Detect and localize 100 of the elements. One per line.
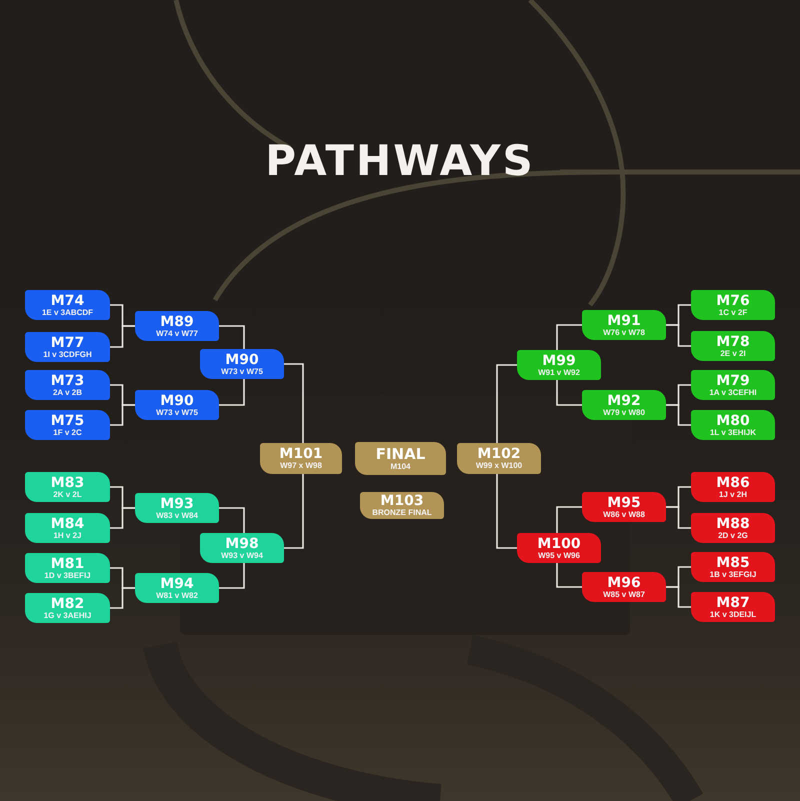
bracket-line (556, 563, 582, 588)
match-box (582, 492, 666, 522)
match-pairing: BRONZE FINAL (372, 509, 432, 517)
match-pairing: W74 v W77 (156, 330, 198, 338)
match-box (517, 533, 601, 563)
match-number: M76 (716, 294, 750, 308)
match-box (25, 290, 110, 320)
match-number: M89 (160, 314, 194, 328)
match-pairing: 1K v 3DEIJL (710, 610, 756, 618)
bracket-line (496, 474, 517, 549)
match-pairing: 2A v 2B (52, 388, 82, 396)
match-number: M83 (50, 476, 84, 490)
match-box (200, 349, 284, 379)
bracket-line (110, 404, 135, 426)
match-box (25, 472, 110, 502)
match-pairing: 1H v 2J (53, 532, 82, 540)
match-box (135, 311, 219, 341)
match-pairing: 1J v 2H (718, 490, 748, 498)
match-number: FINAL (376, 446, 426, 462)
match-box (360, 492, 444, 519)
match-number: M102 (477, 447, 521, 461)
match-number: M82 (50, 596, 84, 610)
match-number: M86 (716, 476, 750, 490)
match-box (135, 390, 219, 420)
match-box (25, 410, 110, 440)
match-box (582, 572, 666, 602)
match-number: M79 (716, 374, 750, 388)
match-box (691, 410, 775, 440)
match-box (582, 310, 666, 340)
match-number: M100 (537, 536, 581, 550)
match-pairing: W95 v W96 (538, 552, 580, 560)
match-number: M75 (50, 414, 84, 428)
match-box (691, 552, 775, 582)
match-box (582, 390, 666, 420)
bracket-line (556, 380, 582, 406)
match-box (25, 332, 110, 362)
bracket-line (666, 324, 691, 347)
bracket-line (666, 404, 691, 426)
match-pairing: 2E v 2I (720, 350, 746, 358)
match-box (691, 472, 775, 502)
match-box (691, 331, 775, 361)
match-pairing: 2D v 2G (718, 532, 748, 540)
match-number: M73 (50, 374, 84, 388)
match-box (457, 443, 541, 474)
match-pairing: W86 v W88 (603, 510, 645, 518)
match-number: M101 (279, 447, 323, 461)
match-number: M80 (716, 414, 750, 428)
match-box (25, 513, 110, 543)
match-pairing: W79 v W80 (603, 408, 645, 416)
match-box (200, 533, 284, 563)
match-pairing: W73 v W75 (156, 408, 198, 416)
match-pairing: 1C v 2F (718, 308, 748, 316)
bracket-line (666, 586, 691, 608)
bracket-line (110, 325, 135, 348)
match-box (355, 442, 446, 475)
match-number: M84 (50, 516, 84, 530)
match-pairing: W91 v W92 (538, 368, 580, 376)
match-pairing: W76 v W78 (603, 328, 645, 336)
match-box (25, 593, 110, 623)
title: PATHWAYS (264, 140, 536, 182)
bracket-line (219, 563, 245, 589)
match-number: M96 (607, 576, 641, 590)
match-pairing: 1A v 3CEFHI (709, 388, 757, 396)
match-pairing: 1L v 3EHIJK (710, 428, 756, 436)
match-number: M78 (716, 334, 750, 348)
match-box (691, 290, 775, 320)
bracket-line (110, 587, 135, 609)
bracket-line (219, 325, 245, 349)
bracket-line (556, 506, 582, 533)
bracket-line (556, 324, 582, 350)
match-number: M98 (225, 536, 259, 550)
match-pairing: W81 v W82 (156, 592, 198, 600)
match-number: M91 (607, 314, 641, 328)
match-box (135, 493, 219, 523)
match-pairing: W97 x W98 (280, 462, 322, 470)
match-box (25, 553, 110, 583)
match-pairing: 1G v 3AEHIJ (44, 612, 92, 620)
bracket-line (284, 363, 304, 443)
match-number: M88 (716, 516, 750, 530)
bracket-line (284, 474, 304, 549)
match-pairing: 1F v 2C (53, 428, 82, 436)
match-pairing: 1E v 3ABCDF (42, 308, 94, 316)
match-pairing: W93 v W94 (221, 552, 263, 560)
match-pairing: W73 v W75 (221, 368, 263, 376)
match-box (691, 592, 775, 622)
match-pairing: W99 x W100 (476, 462, 522, 470)
match-box (25, 370, 110, 400)
match-number: M90 (225, 352, 259, 366)
match-pairing: M104 (390, 462, 410, 470)
match-number: M87 (716, 596, 750, 610)
match-box (135, 573, 219, 603)
match-number: M90 (160, 394, 194, 408)
match-number: M103 (380, 494, 424, 508)
match-pairing: W85 v W87 (603, 590, 645, 598)
bracket-line (496, 364, 517, 443)
match-number: M77 (50, 336, 84, 350)
match-box (691, 370, 775, 400)
match-pairing: 1D v 3BEFIJ (44, 572, 91, 580)
match-number: M93 (160, 496, 194, 510)
match-number: M81 (50, 556, 84, 570)
